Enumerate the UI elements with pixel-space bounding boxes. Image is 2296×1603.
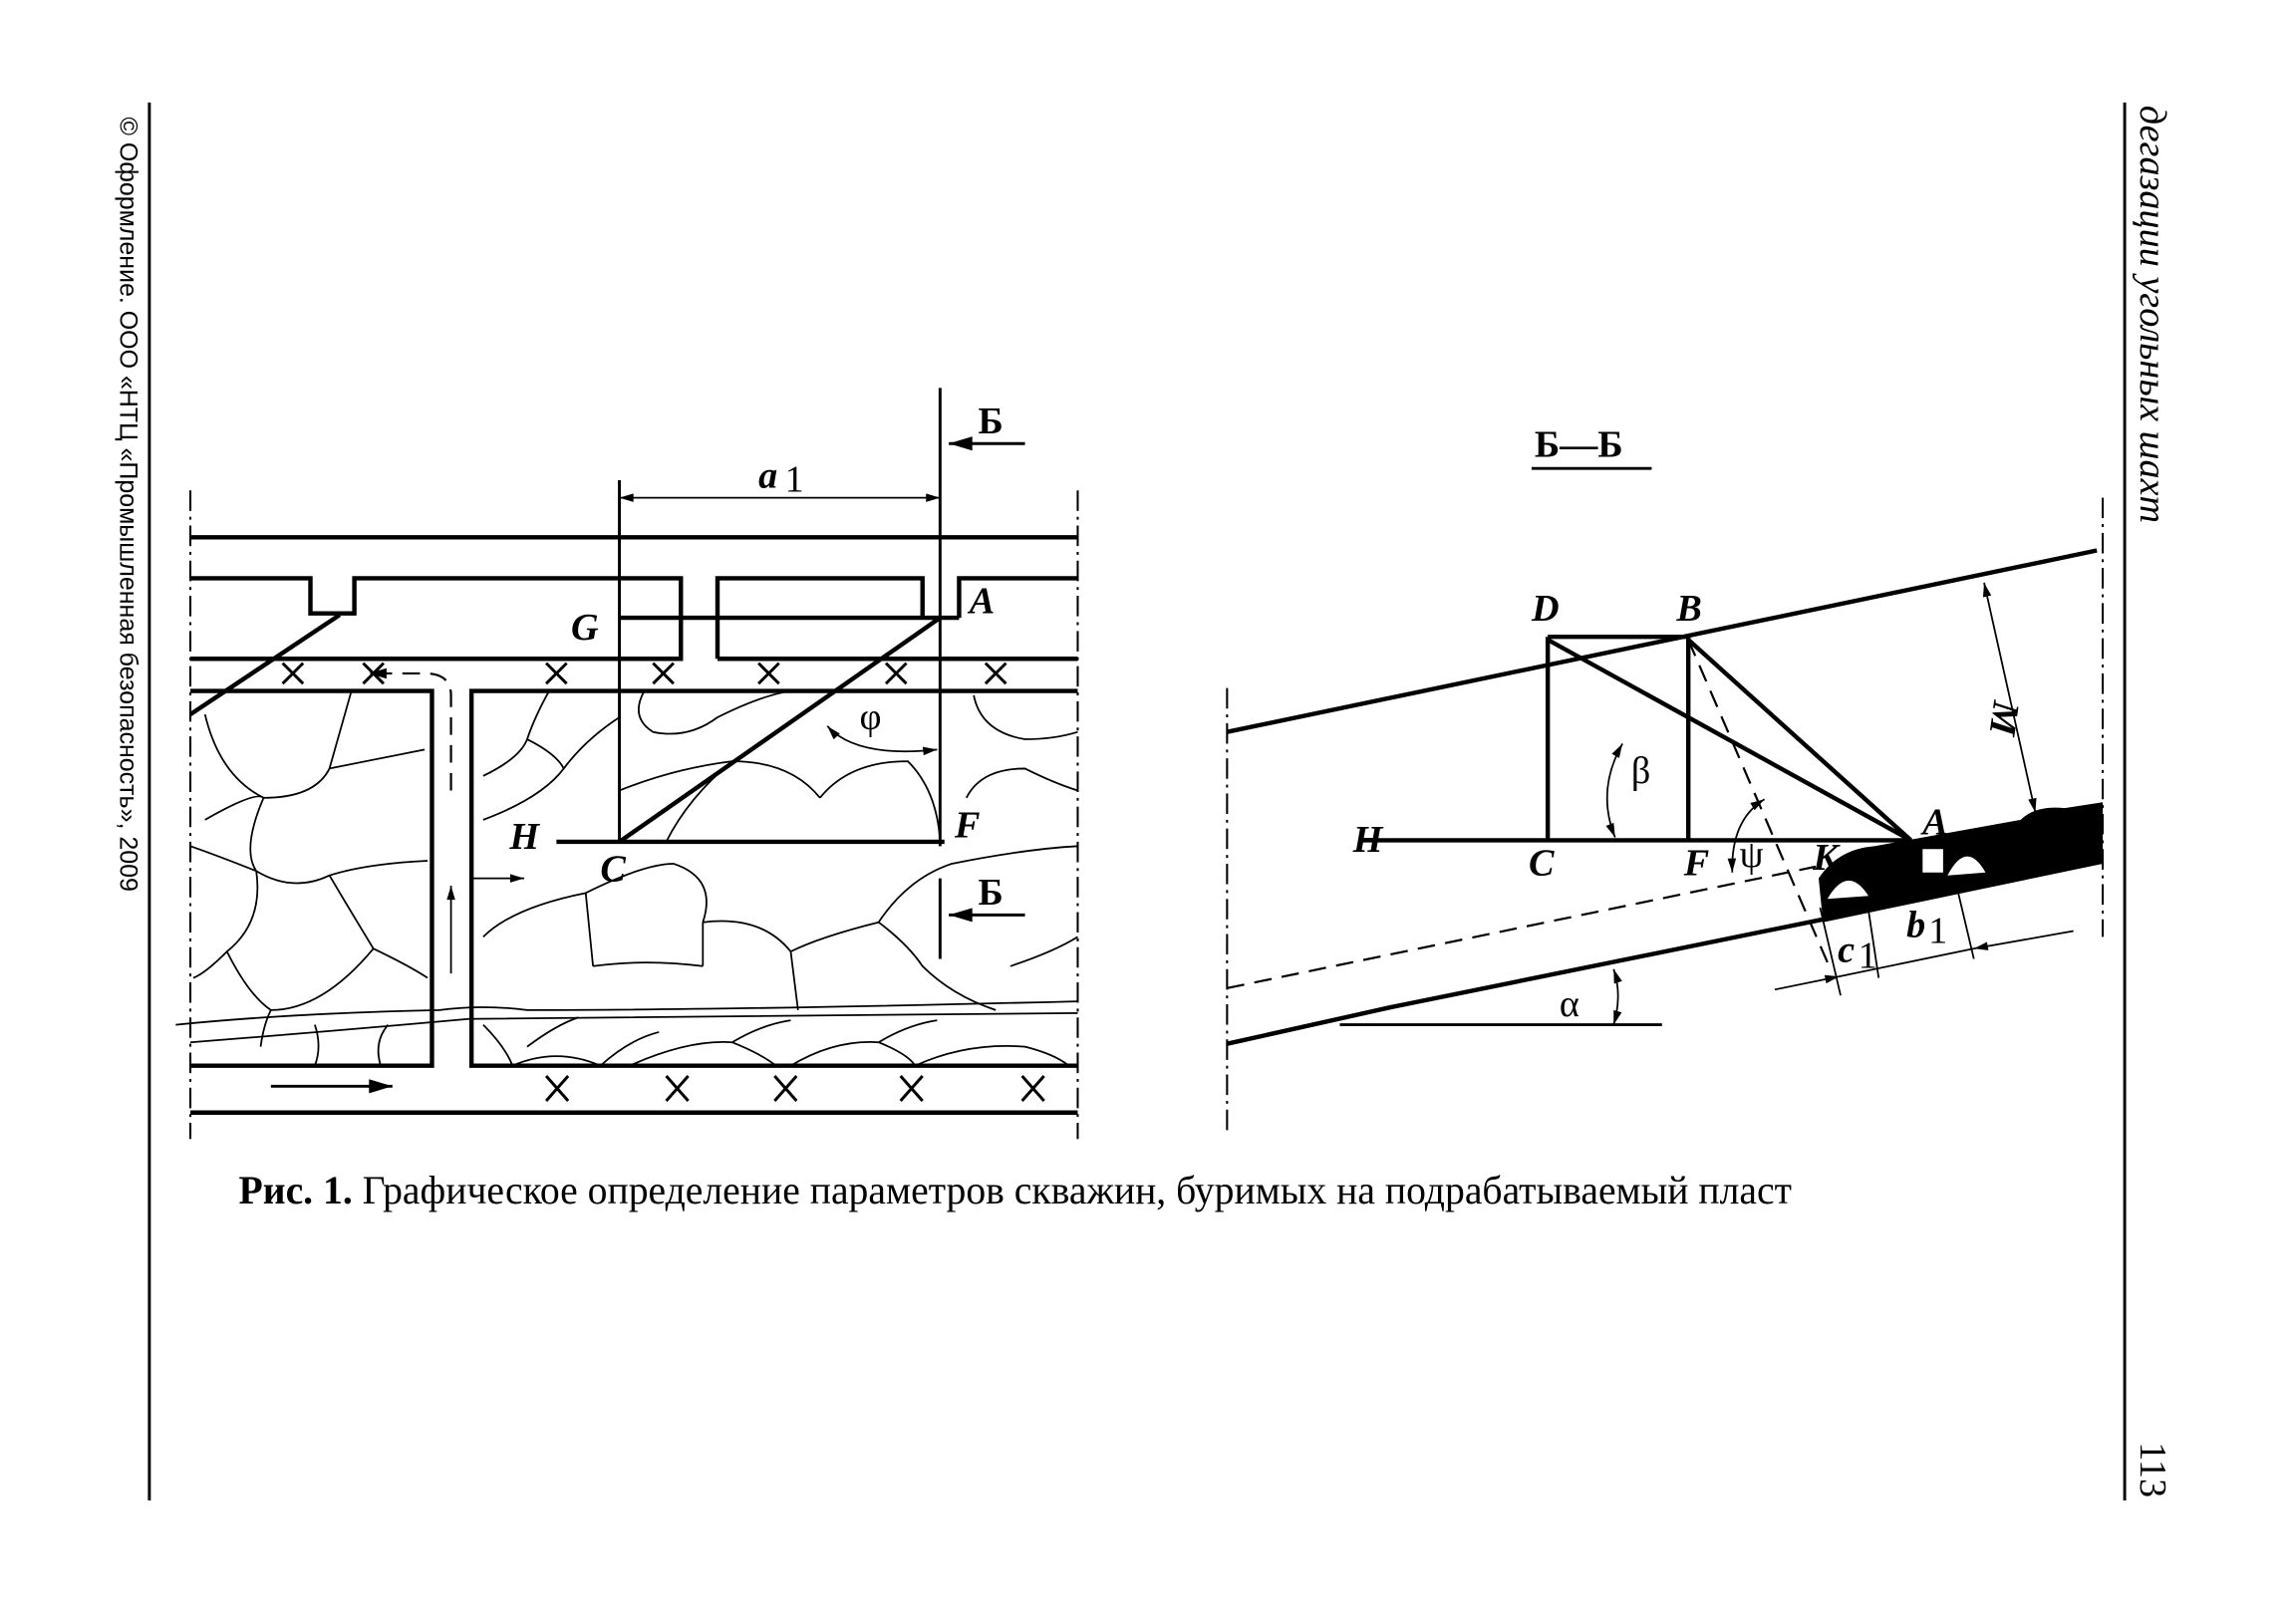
label-g: G [571, 607, 599, 649]
label-b: B [1675, 588, 1701, 630]
label-c: C [1529, 843, 1555, 885]
section-mark-top: Б [979, 401, 1004, 442]
label-a: A [1920, 802, 1947, 844]
plan-view-diagram: Б Б a 1 G A H C F φ [175, 388, 1079, 1140]
label-b1-sub: 1 [1928, 910, 1947, 951]
caption-number: Рис. 1. [239, 1169, 353, 1212]
angle-beta-arc [1605, 743, 1623, 838]
worked-seam-line [1226, 917, 1824, 1046]
caption-text: Графическое определение параметров скваж… [353, 1169, 1792, 1212]
label-alpha: α [1560, 983, 1579, 1025]
label-phi: φ [860, 696, 882, 738]
angle-psi-arc [1727, 798, 1766, 873]
section-title: Б—Б [1535, 423, 1623, 465]
label-beta: β [1631, 750, 1650, 792]
dashed-seam-line [1227, 865, 1817, 989]
section-view-diagram: Б—Б D B H C F K A M β [1226, 423, 2105, 1135]
angle-phi-arc [826, 725, 938, 756]
label-h: H [508, 816, 540, 858]
caved-rock-texture [175, 689, 1078, 1067]
label-psi: ψ [1740, 834, 1764, 876]
plan-borehole-left [188, 613, 342, 716]
label-c1-sub: 1 [1859, 935, 1877, 976]
section-mark-bottom: Б [979, 872, 1004, 914]
crosses-bottom [544, 1075, 1045, 1102]
right-margin: дегазации угольных шахт 113 [2123, 102, 2173, 1501]
label-a1: a [758, 454, 777, 496]
label-f: F [954, 804, 980, 846]
label-m: M [1980, 697, 2027, 739]
label-c: C [600, 849, 626, 891]
label-f: F [1683, 843, 1709, 885]
label-c1: c [1838, 929, 1855, 970]
copyright-notice: © Оформление. ООО «НТЦ «Промышленная без… [114, 118, 142, 892]
label-a: A [968, 581, 995, 623]
plan-borehole-ca [618, 616, 942, 844]
angle-alpha-arc [1612, 968, 1622, 1025]
borehole-ba [1686, 638, 1913, 843]
label-k: K [1812, 837, 1841, 879]
dimension-m [1982, 582, 2037, 813]
left-margin: © Оформление. ООО «НТЦ «Промышленная без… [114, 102, 151, 1501]
figure-caption: Рис. 1. Графическое определение параметр… [239, 1169, 1792, 1212]
borehole-da [1547, 638, 1912, 843]
label-d: D [1531, 588, 1560, 630]
upper-seam-line [1226, 548, 2098, 734]
label-a1-sub: 1 [785, 459, 804, 501]
label-b1: b [1906, 904, 1925, 945]
page-number: 113 [2132, 1442, 2173, 1497]
running-header: дегазации угольных шахт [2132, 106, 2173, 523]
label-h: H [1352, 819, 1384, 861]
